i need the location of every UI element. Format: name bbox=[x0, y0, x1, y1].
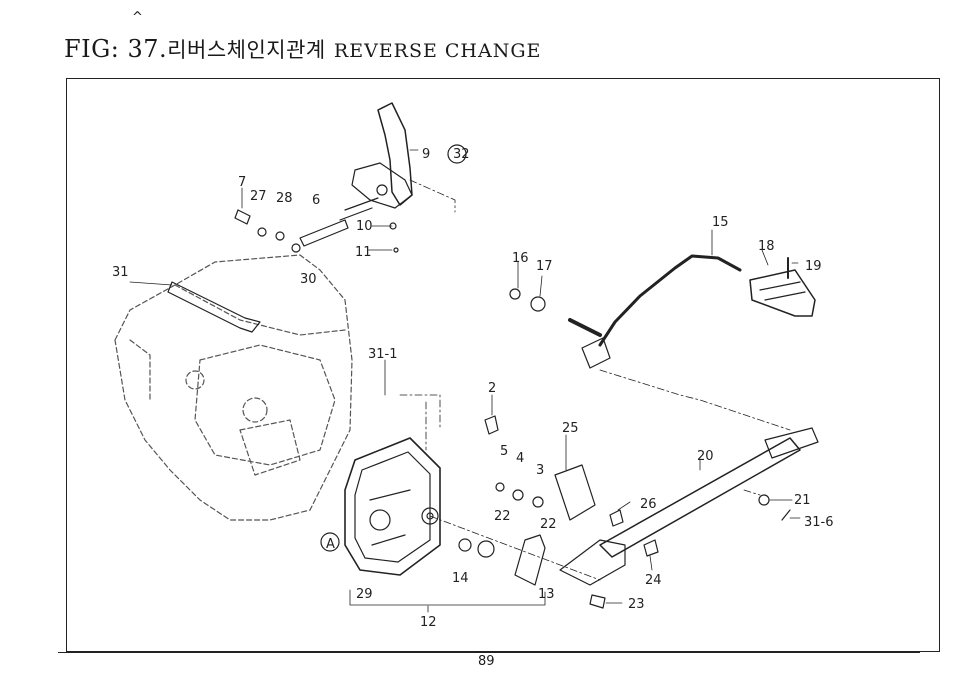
callout-17: 17 bbox=[536, 259, 553, 274]
callout-18: 18 bbox=[758, 239, 775, 254]
figure-title-korean: 리버스체인지관계 bbox=[167, 38, 326, 62]
callout-22: 22 bbox=[540, 517, 557, 532]
callout-4: 4 bbox=[516, 451, 524, 466]
clip-17 bbox=[509, 288, 521, 300]
rod-21 bbox=[599, 427, 819, 558]
caret-mark: ^ bbox=[132, 10, 143, 25]
washer-15 bbox=[477, 540, 495, 558]
figure-title: FIG: 37.리버스체인지관계 REVERSE CHANGE bbox=[64, 34, 541, 64]
callout-25: 25 bbox=[562, 421, 579, 436]
bushing-14 bbox=[458, 538, 472, 552]
callout-19: 19 bbox=[805, 259, 822, 274]
figure-title-english: REVERSE CHANGE bbox=[333, 40, 542, 62]
callout-26: 26 bbox=[640, 497, 657, 512]
callout-16: 16 bbox=[512, 251, 529, 266]
callout-labels: 2345679101112131415161718192021222223242… bbox=[112, 147, 834, 630]
callout-31: 31 bbox=[112, 265, 129, 280]
callout-27: 27 bbox=[250, 189, 267, 204]
pedal-19 bbox=[749, 269, 816, 317]
washer-29 bbox=[275, 231, 285, 241]
bolt-2 bbox=[484, 415, 499, 435]
bolt-7 bbox=[234, 209, 251, 225]
washer-28 bbox=[257, 227, 267, 237]
callout-15: 15 bbox=[712, 215, 729, 230]
bracket-26 bbox=[554, 464, 596, 521]
washer-4 bbox=[512, 489, 524, 501]
assembly-center-lines bbox=[399, 179, 791, 581]
callout-5: 5 bbox=[500, 444, 508, 459]
shaft-6 bbox=[299, 219, 349, 247]
callout-10: 10 bbox=[356, 219, 373, 234]
callout-23: 23 bbox=[628, 597, 645, 612]
callout-14: 14 bbox=[452, 571, 469, 586]
crank-rod-16 bbox=[568, 254, 742, 369]
diagram-frame bbox=[66, 78, 940, 652]
callout-21: 21 bbox=[794, 493, 811, 508]
callout-28: 28 bbox=[276, 191, 293, 206]
washer-22b bbox=[758, 494, 770, 506]
callout-31-6: 31-6 bbox=[804, 515, 834, 530]
callout-29: 29 bbox=[356, 587, 373, 602]
callout-11: 11 bbox=[355, 245, 372, 260]
callout-32: 32 bbox=[453, 147, 470, 162]
reference-circle-a-top bbox=[447, 144, 467, 164]
engine-block-outline bbox=[114, 254, 353, 521]
bolt-27 bbox=[609, 509, 624, 527]
bolt-24 bbox=[589, 594, 606, 609]
bolt-25 bbox=[643, 539, 659, 557]
reverse-lever-arm bbox=[339, 102, 413, 221]
callout-12: 12 bbox=[420, 615, 437, 630]
callout-24: 24 bbox=[645, 573, 662, 588]
reference-circle-a-bottom bbox=[320, 532, 340, 552]
callout-22: 22 bbox=[494, 509, 511, 524]
pin-32 bbox=[781, 509, 791, 521]
callout-2: 2 bbox=[488, 381, 496, 396]
footer-rule bbox=[58, 652, 920, 653]
cover-plate bbox=[344, 437, 441, 576]
nut-3 bbox=[532, 496, 544, 508]
callout-6: 6 bbox=[312, 193, 320, 208]
pin-11 bbox=[393, 247, 399, 253]
yoke-assembly bbox=[559, 539, 626, 586]
lever-13 bbox=[514, 534, 546, 586]
leader-lines bbox=[129, 149, 801, 613]
washer-18 bbox=[530, 296, 546, 312]
figure-number: FIG: 37. bbox=[64, 35, 168, 63]
page-number: 89 bbox=[478, 654, 495, 669]
callout-3: 3 bbox=[536, 463, 544, 478]
callout-20: 20 bbox=[697, 449, 714, 464]
callout-7: 7 bbox=[238, 175, 246, 190]
washer-31 bbox=[291, 243, 301, 253]
callout-9: 9 bbox=[422, 147, 430, 162]
callout-31-1: 31-1 bbox=[368, 347, 398, 362]
callout-30: 30 bbox=[300, 272, 317, 287]
washer-5 bbox=[495, 482, 505, 492]
callout-13: 13 bbox=[538, 587, 555, 602]
callout-a: A bbox=[326, 537, 335, 552]
rod-31-1 bbox=[167, 281, 261, 333]
